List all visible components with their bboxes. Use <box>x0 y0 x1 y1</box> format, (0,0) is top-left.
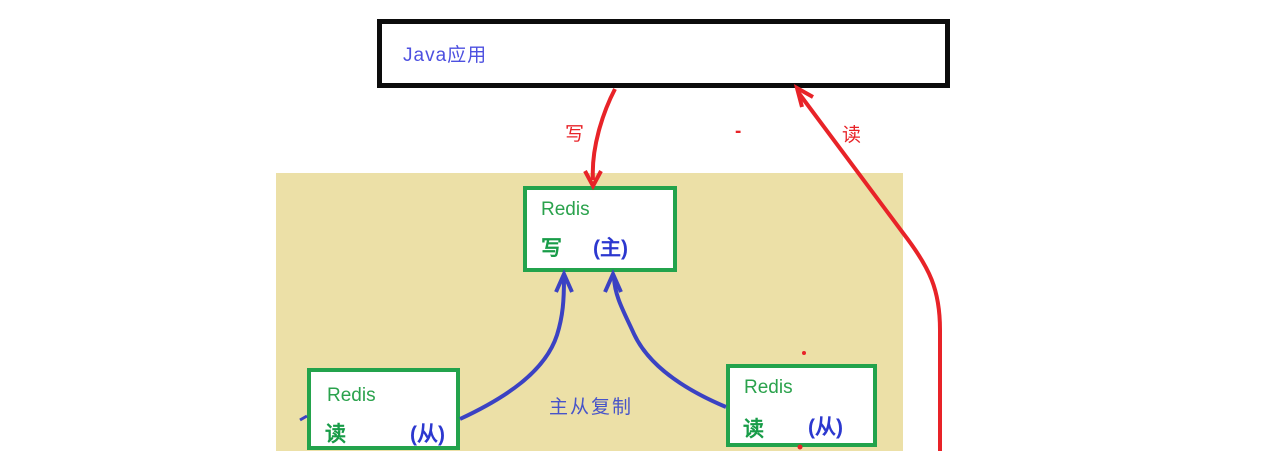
write-label: 写 <box>565 124 585 145</box>
read-label: 读 <box>842 125 862 146</box>
redis-master-write-label: 写 <box>541 237 562 260</box>
java-app-box: Java应用 <box>377 19 950 88</box>
read-arrowhead-icon <box>793 83 814 108</box>
redis-slave-left-read-label: 读 <box>325 423 346 446</box>
stray-dash-mark: - <box>735 121 742 142</box>
redis-slave-right-read-label: 读 <box>743 418 764 441</box>
redis-slave-right-title: Redis <box>744 377 793 398</box>
redis-slave-left-title: Redis <box>327 385 376 406</box>
java-app-label: Java应用 <box>403 45 488 66</box>
redis-slave-right-role-tag: (从) <box>808 416 843 439</box>
write-arrow <box>590 88 617 181</box>
redis-slave-right-box: Redis 读 (从) <box>726 364 877 447</box>
redis-slave-left-box: Redis 读 (从) <box>307 368 460 450</box>
redis-slave-left-role-tag: (从) <box>410 423 445 446</box>
redis-master-role-tag: (主) <box>593 237 628 260</box>
replication-label: 主从复制 <box>549 397 634 418</box>
redis-master-title: Redis <box>541 199 590 220</box>
redis-master-box: Redis 写 (主) <box>523 186 677 272</box>
